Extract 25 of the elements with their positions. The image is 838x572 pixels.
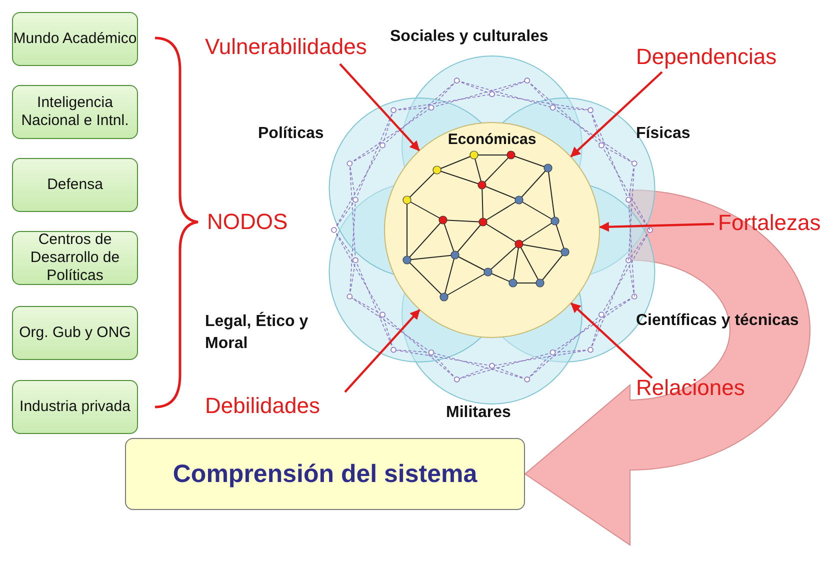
leader-arrow bbox=[570, 71, 663, 158]
group-box: Inteligencia Nacional e Intnl. bbox=[12, 85, 138, 139]
group-box: Industria privada bbox=[12, 380, 138, 434]
group-box: Mundo Académico bbox=[12, 12, 138, 66]
group-label: Físicas bbox=[636, 124, 690, 144]
callout-label: Fortalezas bbox=[718, 210, 821, 236]
result-box: Comprensión del sistema bbox=[125, 438, 525, 510]
group-label: Políticas bbox=[258, 124, 324, 144]
group-label: Legal, Ético y Moral bbox=[205, 311, 310, 354]
group-box: Defensa bbox=[12, 158, 138, 212]
leader-arrow bbox=[344, 309, 420, 393]
callout-label: Debilidades bbox=[205, 393, 320, 419]
group-box: Centros de Desarrollo de Políticas bbox=[12, 231, 138, 285]
callout-label: Vulnerabilidades bbox=[205, 34, 367, 60]
group-label: Científicas y técnicas bbox=[636, 311, 799, 331]
callout-label: Dependencias bbox=[636, 44, 777, 70]
leader-arrow bbox=[570, 302, 653, 379]
bracket-label: NODOS bbox=[207, 209, 288, 235]
callout-label: Relaciones bbox=[636, 375, 745, 401]
group-label: Militares bbox=[446, 403, 511, 423]
leader-arrow bbox=[339, 63, 420, 152]
circle-label: Económicas bbox=[446, 131, 538, 148]
leader-arrow bbox=[598, 222, 714, 232]
group-label: Sociales y culturales bbox=[390, 27, 548, 47]
group-box: Org. Gub y ONG bbox=[12, 306, 138, 360]
